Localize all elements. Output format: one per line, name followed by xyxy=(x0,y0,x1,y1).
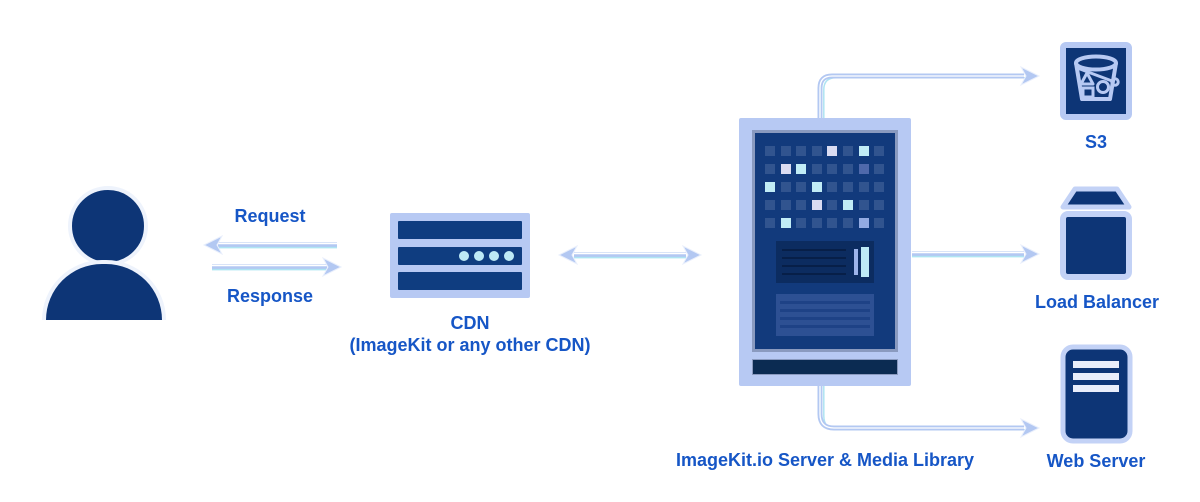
led-cell xyxy=(765,218,775,228)
led-cell xyxy=(827,200,838,210)
led-cell xyxy=(858,200,869,210)
user-icon xyxy=(42,186,166,320)
panel-slot xyxy=(861,247,869,277)
led-cell xyxy=(842,218,853,228)
led-cell xyxy=(842,146,853,156)
server-loadbalancer-connector xyxy=(912,243,1041,265)
led-cell xyxy=(796,218,807,228)
led-cell xyxy=(811,146,822,156)
led-cell xyxy=(858,146,869,156)
led-cell xyxy=(827,146,838,156)
vent-stripe xyxy=(780,301,870,304)
web-server-icon xyxy=(1060,344,1133,444)
led-cell xyxy=(874,218,885,228)
led-cell xyxy=(796,200,807,210)
status-dot xyxy=(459,250,469,261)
led-cell xyxy=(858,218,869,228)
request-label: Request xyxy=(234,206,306,226)
led-cell xyxy=(874,146,885,156)
s3-icon xyxy=(1060,42,1132,120)
web-server-label: Web Server xyxy=(1046,451,1146,471)
cdn-icon xyxy=(390,213,530,298)
load-balancer-label: Load Balancer xyxy=(1034,292,1160,312)
led-cell xyxy=(827,182,838,192)
led-cell xyxy=(765,200,775,210)
server-control-panel xyxy=(776,241,874,283)
led-cell xyxy=(811,200,822,210)
led-cell xyxy=(811,164,822,174)
server-vent-panel xyxy=(776,294,874,336)
led-cell xyxy=(827,164,838,174)
status-dot xyxy=(489,250,499,261)
led-cell xyxy=(780,146,791,156)
led-cell xyxy=(780,200,791,210)
server-icon xyxy=(739,118,911,386)
led-cell xyxy=(842,182,853,192)
led-cell xyxy=(765,182,775,192)
led-cell xyxy=(811,218,822,228)
led-cell xyxy=(858,182,869,192)
server-screen xyxy=(752,130,898,352)
cdn-bar xyxy=(398,221,522,239)
led-cell xyxy=(780,218,791,228)
led-cell xyxy=(796,182,807,192)
server-base xyxy=(752,359,898,375)
cdn-sublabel: (ImageKit or any other CDN) xyxy=(349,335,591,355)
led-cell xyxy=(780,182,791,192)
load-balancer-icon xyxy=(1060,186,1132,280)
led-cell xyxy=(796,146,807,156)
user-head xyxy=(68,186,148,266)
server-label: ImageKit.io Server & Media Library xyxy=(675,450,975,470)
s3-label: S3 xyxy=(1084,132,1108,152)
led-cell xyxy=(827,218,838,228)
server-s3-connector xyxy=(817,65,1041,132)
response-label: Response xyxy=(226,286,314,306)
panel-slot xyxy=(854,249,858,275)
cdn-server-arrow xyxy=(557,244,703,266)
panel-line xyxy=(782,273,846,275)
vent-stripe xyxy=(780,309,870,312)
led-cell xyxy=(842,164,853,174)
user-shoulders xyxy=(42,260,166,320)
status-dot xyxy=(504,250,514,261)
cdn-bar xyxy=(398,246,522,265)
cdn-bar xyxy=(398,272,522,290)
status-dot xyxy=(474,250,484,261)
led-cell xyxy=(842,200,853,210)
server-led-grid xyxy=(765,146,885,228)
led-cell xyxy=(796,164,807,174)
panel-line xyxy=(782,265,846,267)
led-cell xyxy=(765,164,775,174)
led-cell xyxy=(765,146,775,156)
response-arrow xyxy=(212,256,343,278)
led-cell xyxy=(874,182,885,192)
vent-stripe xyxy=(780,317,870,320)
server-webserver-connector xyxy=(817,374,1041,439)
led-cell xyxy=(811,182,822,192)
led-cell xyxy=(858,164,869,174)
panel-line xyxy=(782,249,846,251)
cdn-status-dots xyxy=(459,250,514,261)
request-arrow xyxy=(202,234,337,256)
cdn-label: CDN xyxy=(450,313,490,333)
panel-line xyxy=(782,257,846,259)
vent-stripe xyxy=(780,325,870,328)
led-cell xyxy=(874,200,885,210)
led-cell xyxy=(780,164,791,174)
led-cell xyxy=(874,164,885,174)
